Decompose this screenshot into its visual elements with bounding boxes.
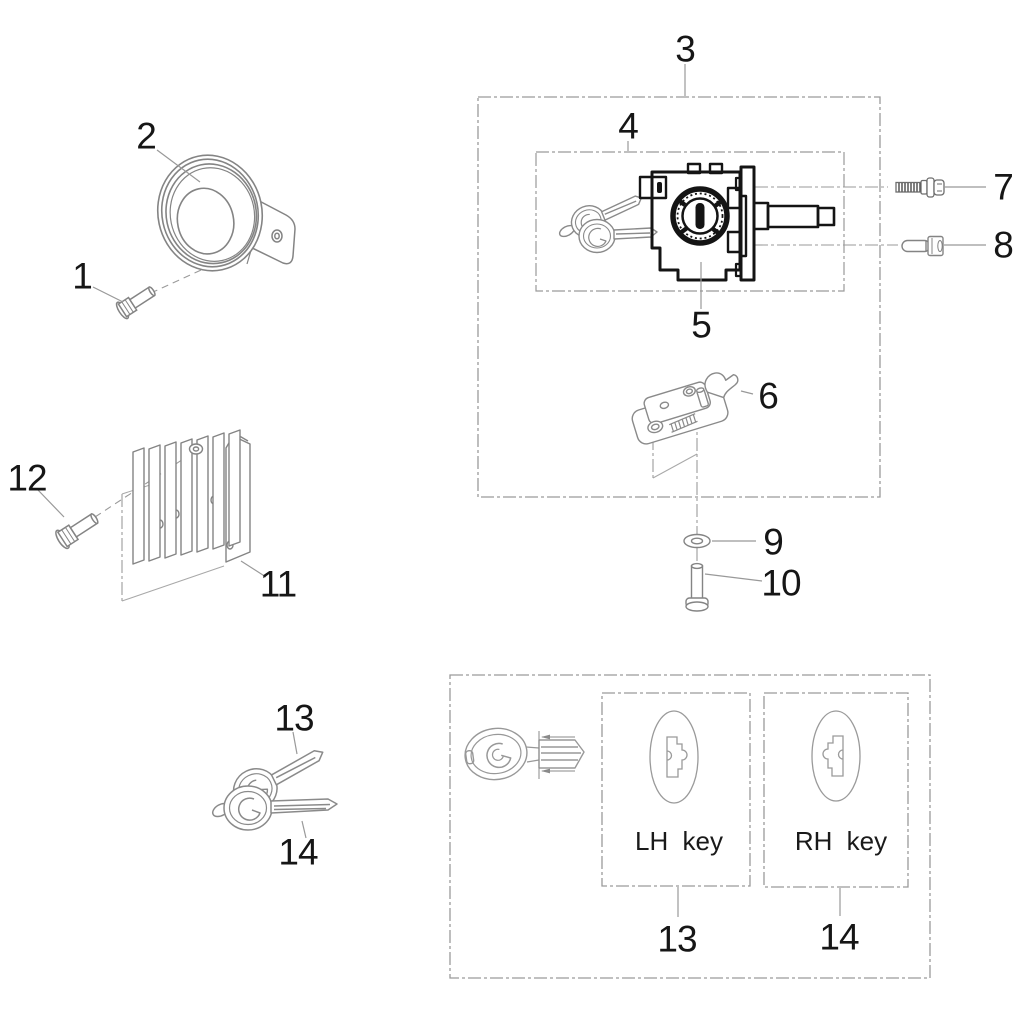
callout-8: 8 [993,224,1014,266]
lh-key-profile [649,710,699,804]
callout-7: 7 [993,166,1014,208]
group-key-box [449,674,931,979]
callout-1: 1 [72,255,93,297]
callout-2: 2 [136,115,157,157]
callout-3: 3 [675,28,696,70]
callout-4: 4 [618,105,639,147]
bolt-7-drawing [895,177,945,198]
regulator-drawing [132,429,251,565]
callout-11: 11 [259,563,297,605]
callout-13-keys: 13 [274,697,314,739]
callout-14-keybox: 14 [819,916,859,958]
rh-key-label: RH key [794,826,888,856]
key-sample-drawing [464,727,585,781]
keys-13-14-drawing [211,750,338,831]
leader-lines [37,64,986,917]
rh-key-profile [811,710,861,802]
washer-9-drawing [683,533,711,549]
bolt-1-drawing [115,286,156,320]
callout-12: 12 [7,457,47,499]
bolt-10-drawing [685,562,709,612]
callout-13-keybox: 13 [657,918,697,960]
callout-10: 10 [761,562,801,604]
callout-14-keys: 14 [278,831,318,873]
bolt-12-drawing [55,513,99,550]
keys-4-drawing [558,195,658,254]
horn-drawing [156,154,264,272]
lh-key-label: LH key [635,826,723,856]
callout-5: 5 [691,304,712,346]
callout-6: 6 [758,375,779,417]
ignition-switch-drawing [638,162,836,282]
group-box-4 [535,151,845,292]
callout-9: 9 [763,521,784,563]
latch-spring [669,413,698,433]
seat-latch-drawing [631,372,739,445]
blade-dimension-arrows [538,731,575,779]
group-box-3 [477,96,881,498]
bolt-8-drawing [901,235,944,257]
